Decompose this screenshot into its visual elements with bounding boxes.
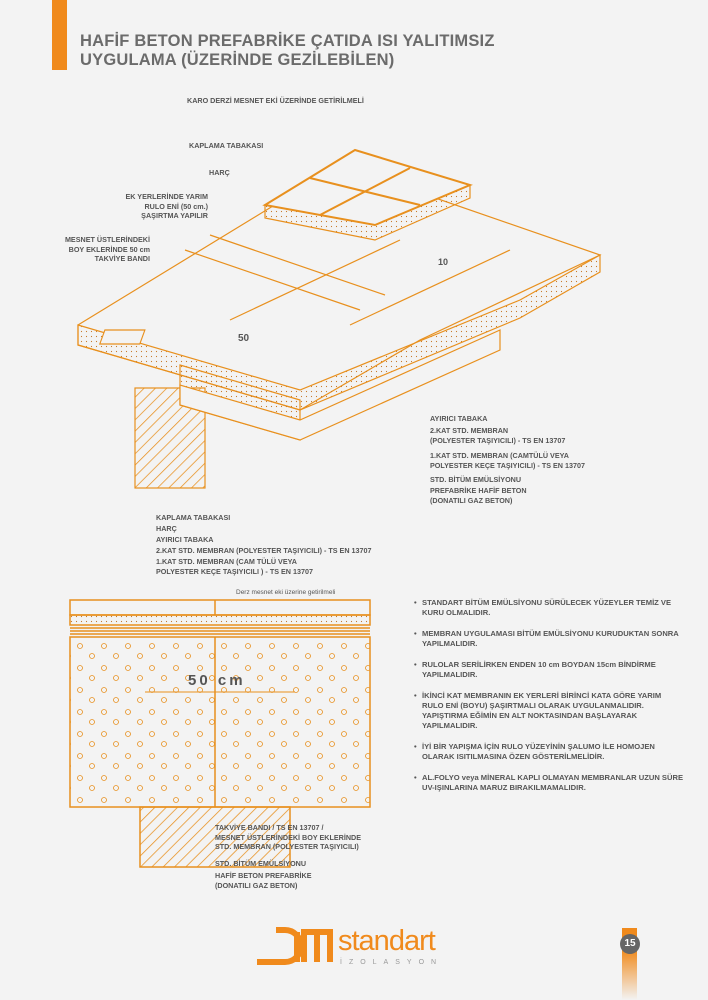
hafif-line-2: (DONATILI GAZ BETON) [215, 880, 298, 890]
sec-ayirici: AYIRICI TABAKA [156, 535, 214, 544]
sec-hafif: HAFİF BETON PREFABRİKE(DONATILI GAZ BETO… [215, 871, 312, 890]
kat1-line-1: 1.KAT STD. MEMBRAN (CAMTÜLÜ VEYA [430, 451, 569, 460]
page-number: 15 [620, 934, 640, 954]
pref-line-2: (DONATILI GAZ BETON) [430, 495, 513, 505]
notes-list: STANDART BİTÜM EMÜLSİYONU SÜRÜLECEK YÜZE… [414, 598, 684, 804]
ek-line-2: RULO ENİ (50 cm.) [144, 201, 208, 211]
label-ayirici: AYIRICI TABAKA [430, 414, 488, 423]
note-item: İKİNCİ KAT MEMBRANIN EK YERLERİ BİRİNCİ … [414, 691, 684, 731]
kat2-line-2: (POLYESTER TAŞIYICILI) - TS EN 13707 [430, 435, 566, 445]
ek-line-1: EK YERLERİNDE YARIM [125, 192, 208, 201]
mesnet-line-1: MESNET ÜSTLERİNDEKİ [64, 235, 150, 244]
note-item: MEMBRAN UYGULAMASI BİTÜM EMÜLSİYONU KURU… [414, 629, 684, 649]
takviye-line-3: STD. MEMBRAN (POLYESTER TAŞIYICILI) [215, 842, 359, 852]
sec-kaplama: KAPLAMA TABAKASI [156, 513, 231, 522]
note-item: RULOLAR SERİLİRKEN ENDEN 10 cm BOYDAN 15… [414, 660, 684, 680]
section-diagram [69, 599, 371, 868]
mesnet-line-3: TAKVİYE BANDI [94, 254, 150, 264]
pref-line-1: PREFABRİKE HAFİF BETON [430, 486, 527, 495]
label-prefabrike: PREFABRİKE HAFİF BETON(DONATILI GAZ BETO… [430, 486, 527, 505]
note-item: STANDART BİTÜM EMÜLSİYONU SÜRÜLECEK YÜZE… [414, 598, 684, 618]
note-item: İYİ BİR YAPIŞMA İÇİN RULO YÜZEYİNİN ŞALU… [414, 742, 684, 762]
mesnet-line-2: BOY EKLERİNDE 50 cm [68, 244, 150, 254]
sec-takviye: TAKVİYE BANDI / TS EN 13707 /MESNET ÜSTL… [215, 823, 361, 852]
label-karo: KARO DERZİ MESNET EKİ ÜZERİNDE GETİRİLME… [187, 96, 364, 105]
kat1-line-2: POLYESTER KEÇE TAŞIYICILI) - TS EN 13707 [430, 460, 585, 470]
label-harc: HARÇ [209, 168, 230, 177]
ek-line-3: ŞAŞIRTMA YAPILIR [141, 211, 208, 221]
brand-sub: İZOLASYON [340, 959, 444, 966]
page-title: HAFİF BETON PREFABRİKE ÇATIDA ISI YALITI… [80, 32, 495, 70]
brand-logo: standart [338, 925, 436, 957]
sec-dim-50cm: 50 cm [188, 672, 246, 689]
title-line-2: UYGULAMA (ÜZERİNDE GEZİLEBİLEN) [80, 51, 395, 69]
hafif-line-1: HAFİF BETON PREFABRİKE [215, 871, 312, 880]
dim-10: 10 [438, 257, 449, 267]
accent-bar [52, 0, 67, 70]
sec-bitum: STD. BİTÜM EMÜLSİYONU [215, 859, 307, 868]
dim-50: 50 [238, 333, 250, 344]
isometric-diagram [77, 148, 602, 489]
label-kaplama: KAPLAMA TABAKASI [189, 141, 264, 150]
sec-kat2: 2.KAT STD. MEMBRAN (POLYESTER TAŞIYICILI… [156, 546, 372, 555]
label-kat2: 2.KAT STD. MEMBRAN(POLYESTER TAŞIYICILI)… [430, 426, 565, 445]
note-item: AL.FOLYO veya MİNERAL KAPLI OLMAYAN MEMB… [414, 773, 684, 793]
sec-kat1-line-1: 1.KAT STD. MEMBRAN (CAM TÜLÜ VEYA [156, 557, 297, 566]
kat2-line-1: 2.KAT STD. MEMBRAN [430, 426, 509, 435]
label-bitum: STD. BİTÜM EMÜLSİYONU [430, 475, 522, 484]
sec-harc: HARÇ [156, 524, 177, 533]
sec-derz: Derz mesnet eki üzerine getirilmeli [236, 589, 336, 596]
title-line-1: HAFİF BETON PREFABRİKE ÇATIDA ISI YALITI… [80, 32, 495, 50]
takviye-line-1: TAKVİYE BANDI / TS EN 13707 / [215, 823, 324, 832]
sec-kat1-line-2: POLYESTER KEÇE TAŞIYICILI ) - TS EN 1370… [156, 566, 313, 576]
takviye-line-2: MESNET ÜSTLERİNDEKİ BOY EKLERİNDE [215, 832, 362, 842]
